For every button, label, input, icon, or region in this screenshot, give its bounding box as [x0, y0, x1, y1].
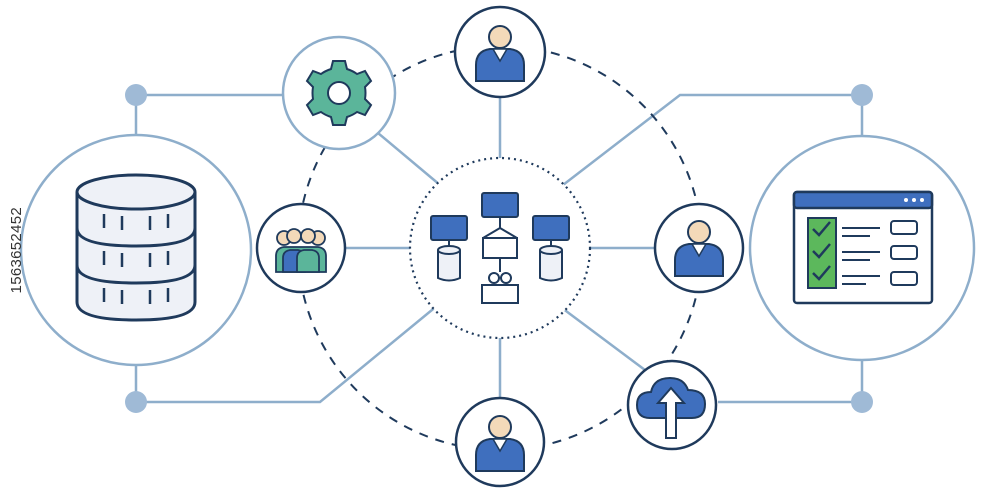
checklist-window-icon — [792, 190, 934, 305]
connector-gear-hub — [371, 127, 441, 186]
cloud-upload-node — [626, 359, 718, 451]
endpoint-dots — [125, 84, 873, 413]
hub-node — [408, 156, 592, 340]
user-right-node — [653, 202, 745, 294]
user-top-node — [453, 5, 547, 99]
team-node — [255, 202, 347, 294]
settings-node — [281, 35, 397, 151]
network-hub-icon — [430, 192, 570, 304]
stock-image-id: 1563652452 — [7, 206, 25, 294]
cloud-upload-icon — [635, 376, 707, 439]
connector-cloud-right — [718, 358, 864, 404]
database-node — [19, 133, 253, 367]
gear-icon — [305, 60, 373, 126]
endpoint-dot — [851, 391, 873, 413]
connector-hub-cloud — [561, 306, 646, 372]
endpoint-dot — [125, 84, 147, 106]
connector-lines — [134, 93, 864, 405]
endpoint-dot — [851, 84, 873, 106]
connector-hub-checklist-top — [562, 93, 864, 186]
team-icon — [275, 228, 327, 273]
connector-db-bottom — [134, 304, 439, 404]
endpoint-dot — [125, 391, 147, 413]
database-icon — [75, 173, 197, 322]
user-bottom-node — [454, 396, 546, 488]
checklist-node — [748, 134, 976, 362]
